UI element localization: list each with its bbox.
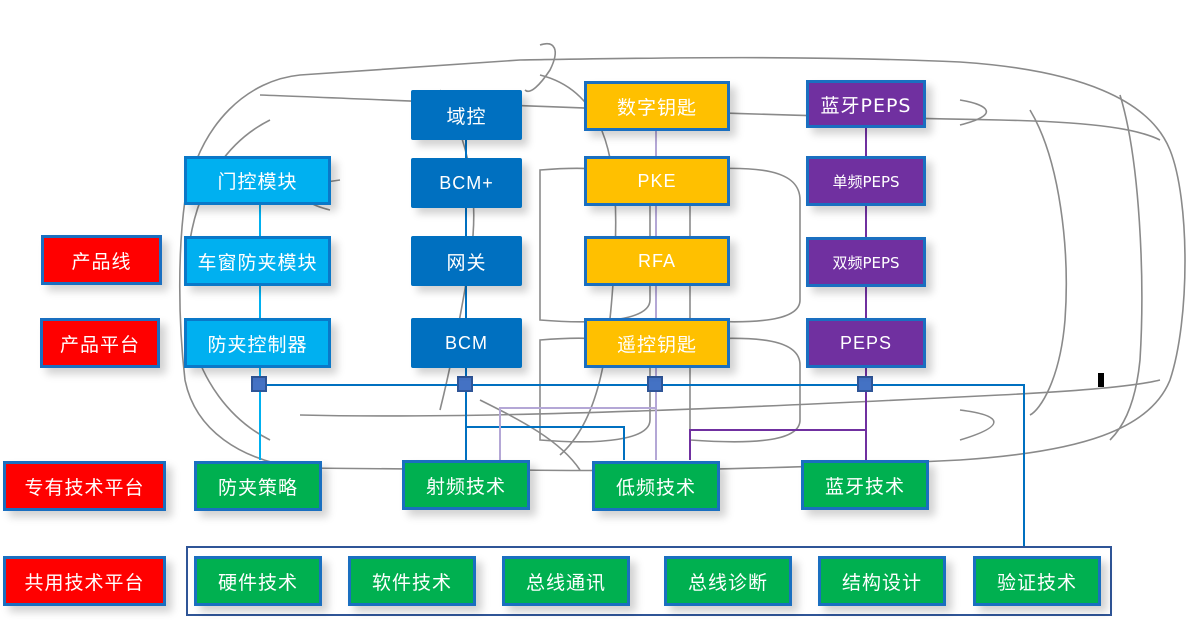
tech-hardware: 硬件技术	[194, 556, 322, 606]
wire-peps-to-lf	[689, 429, 866, 460]
car-side-line-bottom	[299, 379, 1161, 417]
wire-main-bus	[260, 384, 1025, 546]
product-bcm: BCM	[411, 318, 522, 368]
bus-node-body	[457, 376, 473, 392]
car-antenna-mark	[1098, 373, 1104, 387]
product-bluetooth-peps: 蓝牙PEPS	[806, 80, 926, 128]
tech-bus-communication: 总线通讯	[502, 556, 630, 606]
tech-validation: 验证技术	[973, 556, 1101, 606]
product-digital-key: 数字钥匙	[584, 81, 730, 131]
product-single-freq-peps: 单频PEPS	[806, 156, 926, 206]
product-pke: PKE	[584, 156, 730, 206]
car-rear-window	[1109, 94, 1143, 441]
tech-radio-frequency: 射频技术	[402, 460, 530, 510]
shared-tech-frame	[186, 546, 1112, 616]
row-label-dedicated-tech-platform: 专有技术平台	[3, 461, 166, 511]
tech-bluetooth: 蓝牙技术	[801, 460, 929, 510]
bus-node-door	[251, 376, 267, 392]
car-steering	[479, 399, 581, 471]
car-body-outline	[178, 56, 1186, 472]
product-door-control-module: 门控模块	[184, 156, 331, 205]
product-remote-key: 遥控钥匙	[584, 318, 730, 368]
car-seat-rear	[689, 167, 801, 323]
tech-structural-design: 结构设计	[818, 556, 946, 606]
car-roof-rear	[1029, 109, 1067, 416]
bus-node-peps	[857, 376, 873, 392]
product-gateway: 网关	[411, 236, 522, 286]
row-label-product-line: 产品线	[41, 235, 162, 285]
product-bcm-plus: BCM+	[411, 158, 522, 208]
wire-rf-to-lf	[466, 426, 625, 460]
product-anti-pinch-controller: 防夹控制器	[184, 318, 331, 368]
product-window-anti-pinch-module: 车窗防夹模块	[184, 236, 331, 286]
tech-anti-pinch-strategy: 防夹策略	[194, 461, 322, 511]
tech-software: 软件技术	[348, 556, 476, 606]
tech-low-frequency: 低频技术	[592, 461, 720, 511]
car-mirror-top	[524, 43, 556, 92]
car-seat-rear-2	[689, 337, 801, 443]
car-rear-light-bottom	[959, 409, 995, 441]
wire-key-to-rf	[499, 407, 656, 460]
product-domain-controller: 域控	[411, 90, 522, 140]
row-label-shared-tech-platform: 共用技术平台	[3, 556, 166, 606]
product-rfa: RFA	[584, 236, 730, 286]
row-label-product-platform: 产品平台	[40, 318, 160, 368]
car-side-line-top	[259, 94, 1161, 141]
product-peps: PEPS	[806, 318, 926, 368]
bus-node-key	[647, 376, 663, 392]
product-dual-freq-peps: 双频PEPS	[806, 237, 926, 287]
car-rear-light-top	[959, 99, 988, 126]
tech-bus-diagnostics: 总线诊断	[664, 556, 792, 606]
